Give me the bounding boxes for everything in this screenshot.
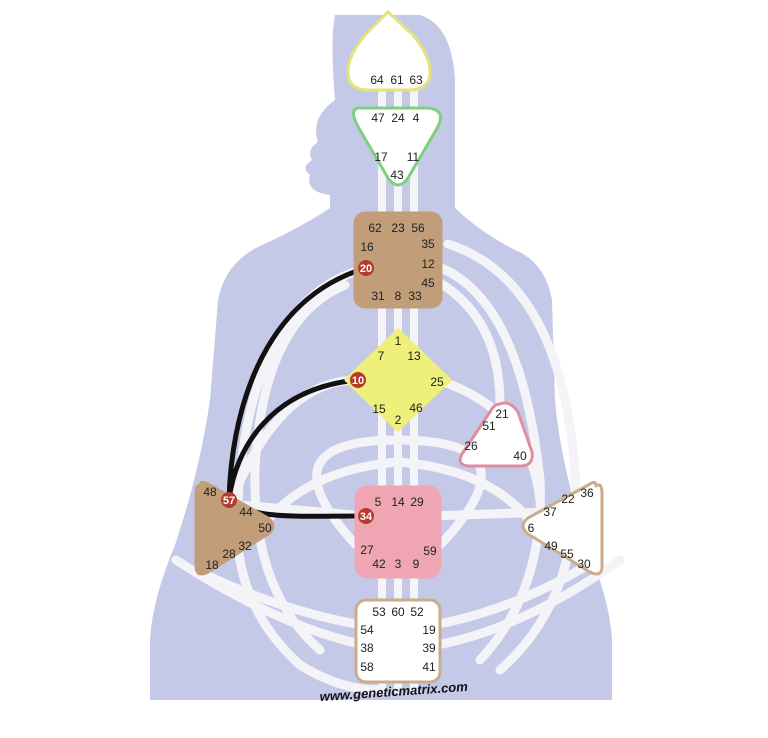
solar-plexus-center	[521, 480, 604, 576]
gate-39-label: 39	[422, 641, 436, 655]
gate-50-label: 50	[258, 521, 272, 535]
gate-56-label: 56	[411, 221, 425, 235]
sacral-center	[354, 485, 442, 579]
active-channel-path	[226, 265, 369, 503]
gate-27-label: 27	[360, 543, 374, 557]
gate-29-label: 29	[410, 495, 424, 509]
gate-7-label: 7	[378, 349, 385, 363]
gate-60-label: 60	[391, 605, 405, 619]
spleen-center	[194, 480, 275, 576]
gate-30-label: 30	[577, 557, 591, 571]
gate-26-label: 26	[464, 439, 478, 453]
gate-35-label: 35	[421, 237, 435, 251]
gate-38-label: 38	[360, 641, 374, 655]
gate-58-label: 58	[360, 660, 374, 674]
gate-40-label: 40	[513, 449, 527, 463]
active-gate-marker	[358, 508, 374, 524]
gate-41-label: 41	[422, 660, 436, 674]
gate-15-label: 15	[372, 402, 386, 416]
gate-8-label: 8	[395, 289, 402, 303]
gate-62-label: 62	[368, 221, 382, 235]
gate-11-label: 11	[407, 150, 420, 164]
gate-63-label: 63	[409, 73, 423, 87]
gate-13-label: 13	[407, 349, 421, 363]
active-gate-marker	[221, 492, 237, 508]
gate-10-label: 10	[352, 375, 364, 387]
gate-48-label: 48	[203, 485, 217, 499]
gate-4-label: 4	[413, 111, 420, 125]
g-center-center	[344, 328, 452, 432]
gate-17-label: 17	[374, 150, 388, 164]
gate-12-label: 12	[421, 257, 435, 271]
gate-37-label: 37	[543, 505, 557, 519]
channel-path	[425, 507, 555, 521]
gate-42-label: 42	[372, 557, 386, 571]
gate-25-label: 25	[430, 375, 444, 389]
channel-path	[251, 457, 545, 540]
gate-1-label: 1	[395, 334, 402, 348]
gate-52-label: 52	[410, 605, 424, 619]
gate-6-label: 6	[528, 521, 535, 535]
gate-31-label: 31	[371, 289, 385, 303]
gate-34-label: 34	[360, 511, 373, 523]
active-channel-path	[226, 377, 361, 503]
gate-59-label: 59	[423, 544, 437, 558]
gate-3-label: 3	[395, 557, 402, 571]
ajna-center	[352, 106, 442, 187]
gate-18-label: 18	[205, 558, 219, 572]
gate-28-label: 28	[222, 547, 236, 561]
gate-61-label: 61	[390, 73, 404, 87]
gate-49-label: 49	[544, 539, 558, 553]
channel-path	[312, 435, 486, 550]
channel-path	[435, 278, 505, 409]
active-gate-marker	[358, 260, 374, 276]
gate-19-label: 19	[422, 623, 436, 637]
gate-24-label: 24	[391, 111, 405, 125]
gate-55-label: 55	[560, 547, 574, 561]
gate-53-label: 53	[372, 605, 386, 619]
centers-layer	[194, 10, 604, 684]
gate-33-label: 33	[408, 289, 422, 303]
channel-path	[443, 239, 580, 675]
gate-46-label: 46	[409, 401, 423, 415]
gate-47-label: 47	[371, 111, 385, 125]
gate-45-label: 45	[421, 276, 435, 290]
gate-16-label: 16	[360, 240, 374, 254]
root-center	[354, 598, 442, 684]
gate-2-label: 2	[395, 413, 402, 427]
gate-21-label: 21	[495, 407, 509, 421]
gate-14-label: 14	[391, 495, 405, 509]
gate-5-label: 5	[375, 495, 382, 509]
gate-44-label: 44	[239, 505, 253, 519]
active-gate-marker	[350, 372, 366, 388]
gate-32-label: 32	[238, 539, 252, 553]
gate-64-label: 64	[370, 73, 384, 87]
gate-36-label: 36	[580, 486, 594, 500]
gate-23-label: 23	[391, 221, 405, 235]
throat-center	[353, 211, 443, 309]
gate-54-label: 54	[360, 623, 374, 637]
gate-57-label: 57	[223, 495, 235, 507]
gate-22-label: 22	[561, 492, 575, 506]
gate-20-label: 20	[360, 263, 372, 275]
head-center	[346, 10, 432, 92]
heart-center	[458, 401, 534, 468]
gate-43-label: 43	[390, 168, 404, 182]
gate-9-label: 9	[413, 557, 420, 571]
gate-51-label: 51	[482, 419, 496, 433]
